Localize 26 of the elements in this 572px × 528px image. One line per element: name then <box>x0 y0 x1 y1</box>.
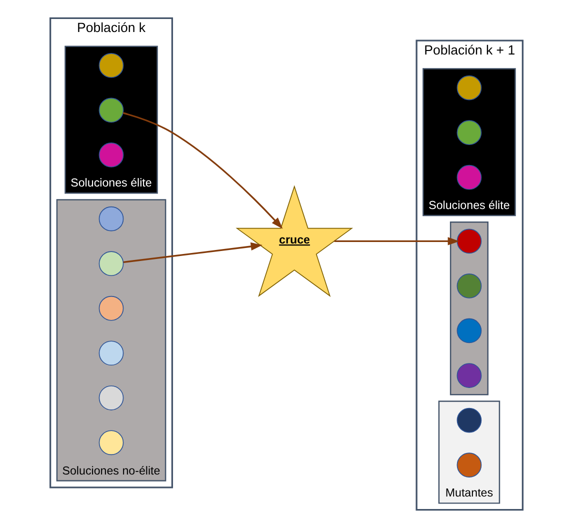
node-circle <box>98 98 124 123</box>
cluster: Soluciones élite <box>64 46 158 194</box>
node-circle <box>98 430 124 456</box>
node-circle <box>456 408 482 433</box>
cluster: Soluciones élite <box>422 68 516 216</box>
node-circle <box>98 53 124 78</box>
node-circle <box>456 452 482 478</box>
cluster: Soluciones no-élite <box>56 199 166 482</box>
node-circle <box>98 340 124 366</box>
cluster <box>449 222 488 396</box>
arrow <box>334 237 459 246</box>
node-circle <box>456 75 482 100</box>
node-circle <box>98 251 124 276</box>
node-circle <box>456 120 482 146</box>
arrow <box>122 242 262 263</box>
node-circle <box>456 228 482 254</box>
node-circle <box>456 318 482 344</box>
arrow <box>122 112 282 229</box>
cluster: Mutantes <box>438 400 500 504</box>
node-circle <box>98 385 124 410</box>
node-circle <box>98 206 124 232</box>
node-circle <box>98 296 124 321</box>
node-circle <box>98 142 124 168</box>
node-circle <box>456 274 482 298</box>
node-circle <box>456 164 482 190</box>
node-circle <box>456 363 482 388</box>
